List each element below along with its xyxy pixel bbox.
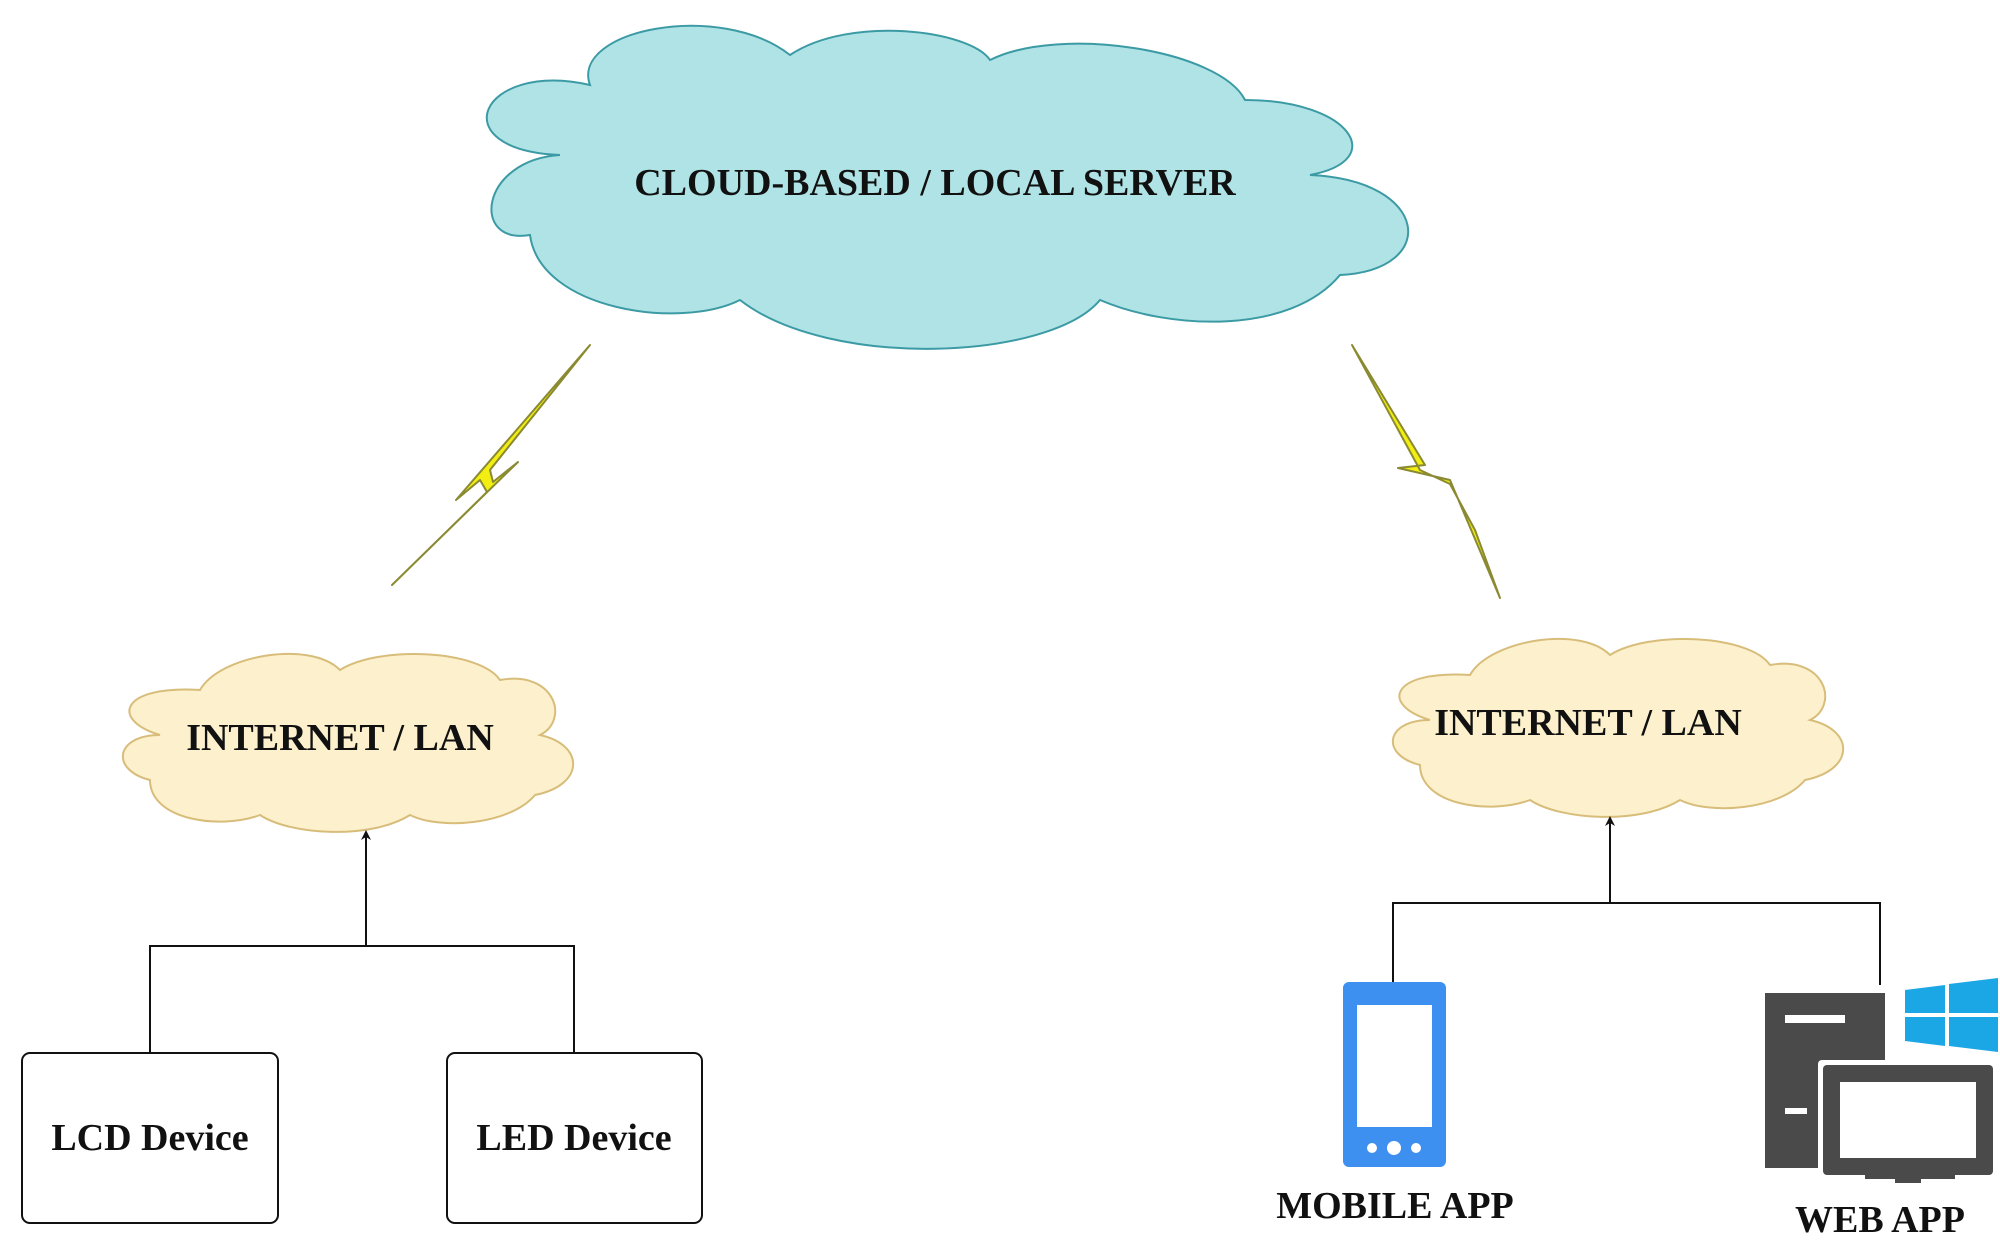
left-network-label: INTERNET / LAN (186, 717, 494, 759)
mobile-app-label: MOBILE APP (1276, 1185, 1514, 1227)
right-lightning-bolt (1351, 344, 1501, 599)
lcd-device-node: LCD Device (21, 1052, 279, 1224)
desktop-computer-icon (1765, 978, 1998, 1183)
smartphone-icon (1343, 982, 1446, 1167)
left-lightning-bolt (391, 344, 591, 586)
web-app-label: WEB APP (1795, 1199, 1965, 1241)
right-network-label: INTERNET / LAN (1434, 702, 1742, 744)
led-device-label: LED Device (476, 1117, 671, 1159)
right-network-cloud: INTERNET / LAN (1392, 637, 1845, 818)
right-connectors (1392, 816, 1881, 985)
left-connectors (149, 830, 575, 1053)
server-cloud: CLOUD-BASED / LOCAL SERVER (485, 24, 1410, 350)
lcd-device-label: LCD Device (51, 1117, 248, 1159)
led-device-node: LED Device (446, 1052, 703, 1224)
server-label: CLOUD-BASED / LOCAL SERVER (634, 162, 1236, 204)
left-network-cloud: INTERNET / LAN (122, 652, 575, 833)
windows-logo-icon (1905, 978, 1998, 1052)
